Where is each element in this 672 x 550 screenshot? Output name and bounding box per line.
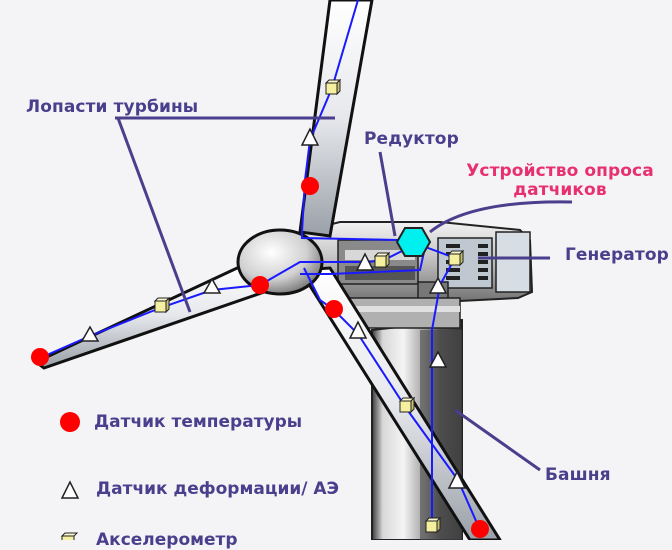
legend-accelerometer-label: Акселерометр — [96, 530, 238, 550]
strain-sensor-marker — [202, 277, 222, 294]
blade-left — [33, 260, 273, 370]
label-generator: Генератор — [565, 245, 669, 265]
strain-sensors — [80, 127, 467, 489]
legend-strain-icon — [60, 480, 80, 499]
accelerometer-marker — [398, 396, 416, 414]
legend-strain-label: Датчик деформации/ АЭ — [96, 479, 340, 499]
legend-temperature-icon — [60, 412, 80, 432]
label-daq-line1: Устройство опроса — [466, 161, 654, 181]
legend-accelerometer-icon — [60, 532, 79, 540]
temperature-sensor-marker — [325, 300, 343, 318]
strain-sensor-marker — [428, 350, 448, 368]
legend-temperature-label: Датчик температуры — [94, 412, 303, 432]
strain-sensor-marker — [348, 320, 368, 339]
strain-sensor-marker — [300, 127, 320, 146]
label-daq-line2: датчиков — [513, 180, 607, 200]
label-gearbox: Редуктор — [364, 129, 459, 149]
accelerometer-marker — [153, 296, 171, 314]
daq-device-icon — [395, 227, 432, 257]
accelerometer-marker — [324, 78, 342, 96]
blade-top — [298, 0, 374, 238]
temperature-sensor-marker — [471, 520, 489, 538]
accelerometers — [153, 78, 465, 534]
temperature-sensors — [31, 177, 489, 538]
accelerometer-marker — [447, 249, 465, 267]
label-tower: Башня — [545, 465, 611, 485]
strain-sensor-marker — [80, 325, 100, 342]
label-daq: Устройство опроса датчиков — [448, 162, 672, 200]
accelerometer-marker — [373, 251, 391, 269]
temperature-sensor-marker — [251, 276, 269, 294]
label-blades: Лопасти турбины — [26, 97, 199, 117]
temperature-sensor-marker — [31, 348, 49, 366]
temperature-sensor-marker — [301, 177, 319, 195]
accelerometer-marker — [424, 516, 442, 534]
leader-lines — [115, 116, 573, 472]
strain-sensor-marker — [355, 252, 375, 271]
strain-sensor-marker — [447, 470, 467, 489]
strain-sensor-marker — [428, 276, 448, 294]
